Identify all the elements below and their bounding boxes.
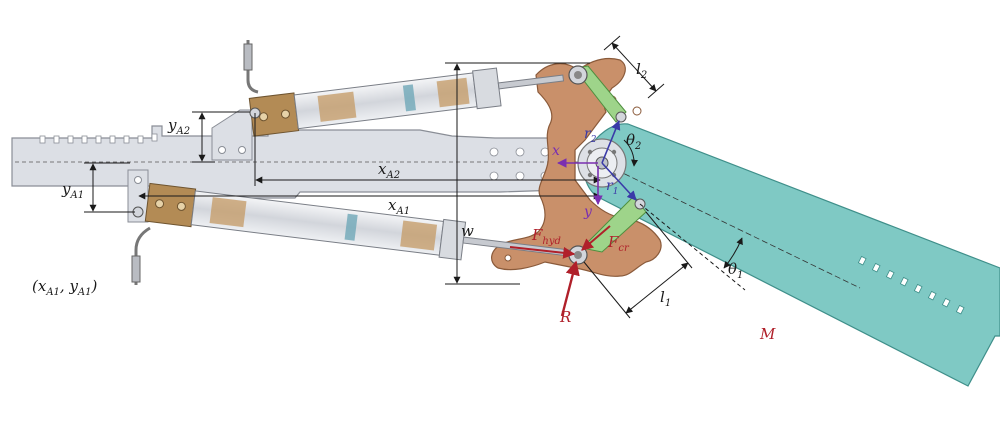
label-yA1: yA1 <box>61 180 84 201</box>
label-Fcr: Fcr <box>607 233 630 254</box>
label-r1: r1 <box>606 178 618 197</box>
label-x-axis: x <box>552 143 560 159</box>
label-l1: l1 <box>660 288 671 309</box>
label-theta2: θ2 <box>626 131 641 152</box>
label-xA2: xA2 <box>378 160 400 181</box>
label-l2: l2 <box>636 60 647 81</box>
force-vectors <box>509 225 611 317</box>
label-w: w <box>461 222 474 240</box>
label-R: R <box>559 308 571 326</box>
position-vectors <box>557 120 637 205</box>
main-frame <box>11 125 600 199</box>
dimension-lines <box>84 35 746 319</box>
boom-teeth <box>857 255 965 315</box>
label-yA2: yA2 <box>167 116 190 137</box>
upper-bracket <box>211 109 253 161</box>
upper-cylinder <box>243 40 588 137</box>
label-y-axis: y <box>583 204 593 220</box>
label-theta1: θ1 <box>728 260 743 281</box>
label-xA1: xA1 <box>388 196 410 217</box>
frame-teeth <box>39 133 158 144</box>
label-coordinates: (xA1, yA1) <box>32 277 98 298</box>
rocker-links <box>573 65 647 253</box>
labels: yA2 yA1 xA2 xA1 (xA1, yA1) w l2 l1 θ2 θ1… <box>32 60 776 343</box>
label-Fhyd: Fhyd <box>531 226 561 247</box>
label-M: M <box>759 325 776 343</box>
label-r2: r2 <box>584 126 597 145</box>
lower-bracket <box>127 169 149 223</box>
